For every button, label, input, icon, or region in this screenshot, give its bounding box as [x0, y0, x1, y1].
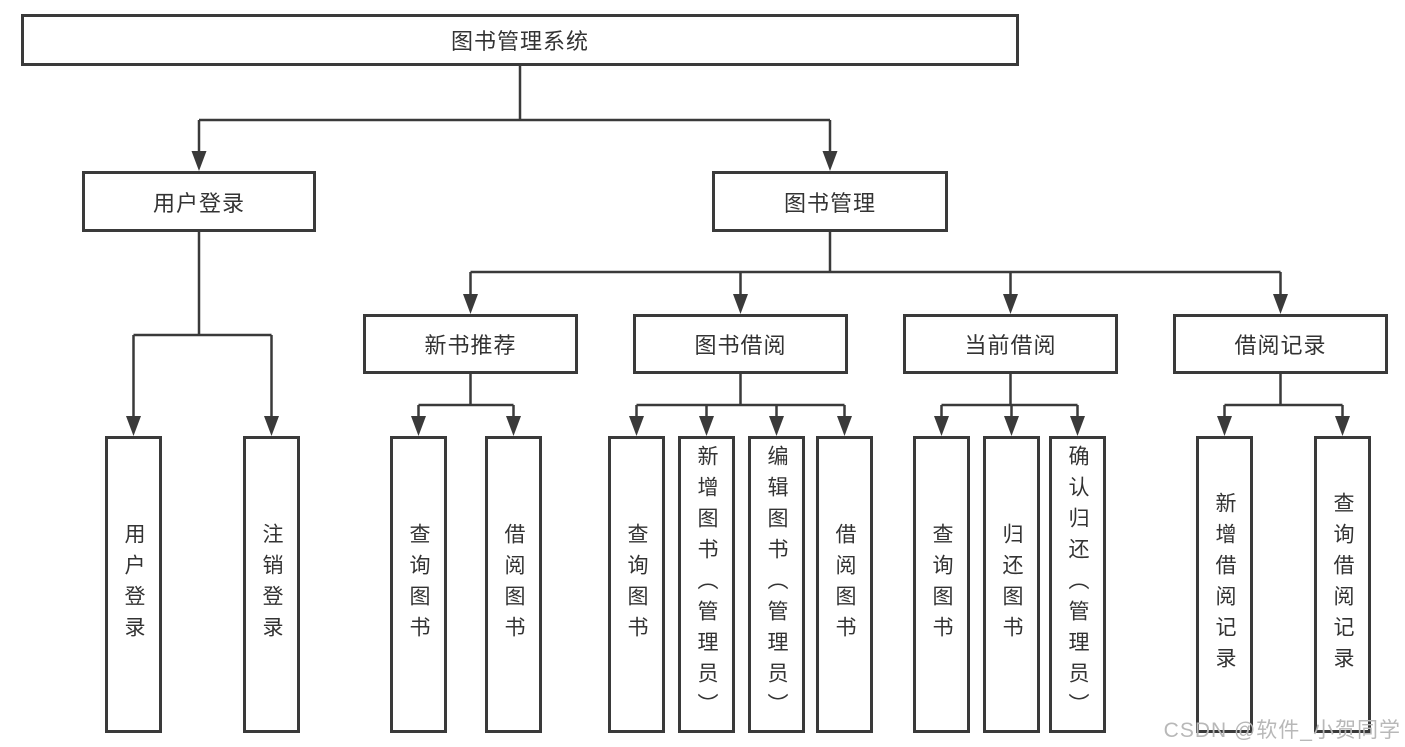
leaf-user-login: 用户登录	[105, 436, 162, 733]
leaf-add-book-admin: 新增图书（管理员）	[678, 436, 735, 733]
leaf-label: 确认归还（管理员）	[1066, 445, 1089, 724]
node-user-login: 用户登录	[82, 171, 316, 232]
leaf-label: 查询图书	[930, 522, 953, 647]
node-label: 当前借阅	[964, 333, 1057, 358]
leaf-label: 借阅图书	[833, 522, 856, 647]
leaf-label: 编辑图书（管理员）	[765, 445, 788, 724]
node-book-borrow: 图书借阅	[633, 314, 848, 374]
leaf-label: 用户登录	[122, 522, 145, 647]
node-new-book-recommend: 新书推荐	[363, 314, 578, 374]
leaf-label: 归还图书	[1000, 522, 1023, 647]
leaf-label: 注销登录	[260, 522, 283, 647]
node-book-management: 图书管理	[712, 171, 948, 232]
leaf-label: 查询借阅记录	[1331, 491, 1354, 678]
leaf-borrow-books-borrow: 借阅图书	[816, 436, 873, 733]
leaf-label: 查询图书	[407, 522, 430, 647]
node-borrow-records: 借阅记录	[1173, 314, 1388, 374]
node-library-management-system: 图书管理系统	[21, 14, 1019, 66]
leaf-edit-book-admin: 编辑图书（管理员）	[748, 436, 805, 733]
leaf-borrow-books-recommend: 借阅图书	[485, 436, 542, 733]
leaf-label: 新增借阅记录	[1213, 491, 1236, 678]
leaf-query-books-borrow: 查询图书	[608, 436, 665, 733]
csdn-watermark: CSDN @软件_小贺同学	[1163, 719, 1401, 742]
leaf-label: 新增图书（管理员）	[695, 445, 718, 724]
leaf-query-borrow-record: 查询借阅记录	[1314, 436, 1371, 733]
leaf-query-books-current: 查询图书	[913, 436, 970, 733]
leaf-return-book: 归还图书	[983, 436, 1040, 733]
node-label: 图书借阅	[694, 333, 787, 358]
node-label: 新书推荐	[424, 333, 517, 358]
leaf-confirm-return-admin: 确认归还（管理员）	[1049, 436, 1106, 733]
leaf-query-books-recommend: 查询图书	[390, 436, 447, 733]
leaf-logout: 注销登录	[243, 436, 300, 733]
leaf-label: 借阅图书	[502, 522, 525, 647]
node-current-borrow: 当前借阅	[903, 314, 1118, 374]
leaf-label: 查询图书	[625, 522, 648, 647]
leaf-add-borrow-record: 新增借阅记录	[1196, 436, 1253, 733]
node-label: 用户登录	[152, 190, 245, 216]
node-label: 图书管理	[783, 190, 876, 216]
node-label: 借阅记录	[1234, 333, 1327, 358]
node-label: 图书管理系统	[450, 29, 589, 54]
